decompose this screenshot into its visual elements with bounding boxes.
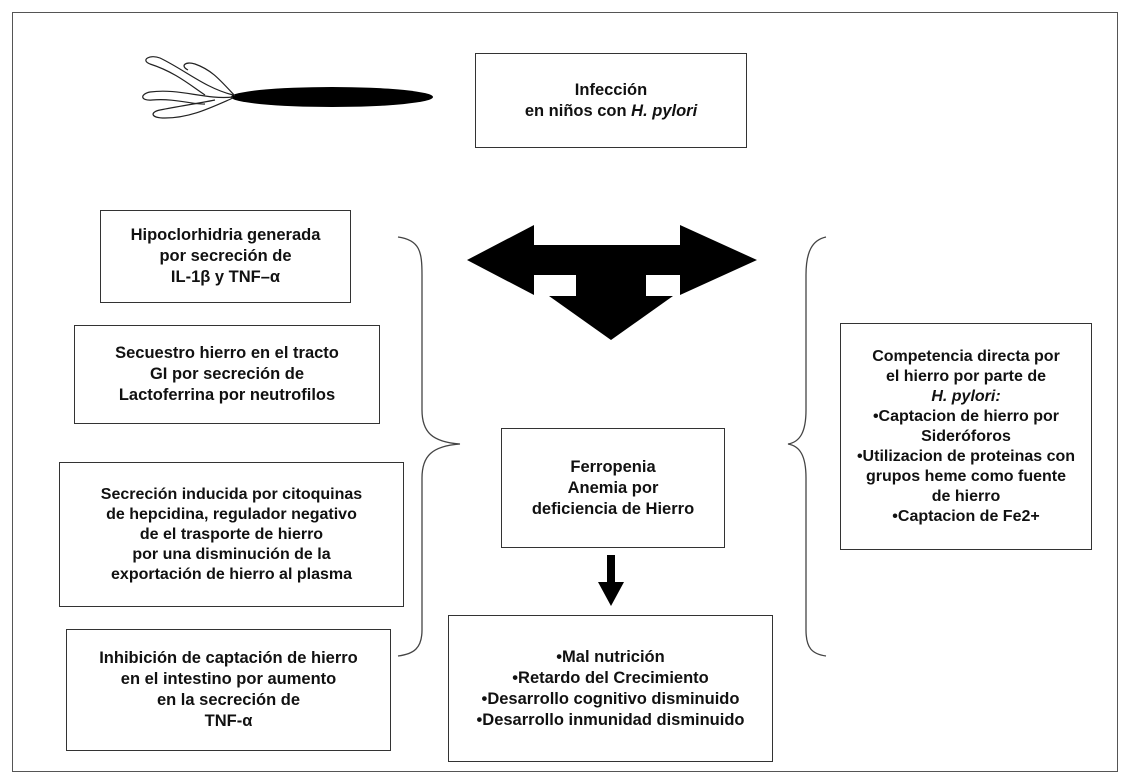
competition-line5: Sideróforos xyxy=(921,427,1011,445)
hepcidin-line2: de hepcidina, regulador negativo xyxy=(106,505,357,523)
competition-box: Competencia directa por el hierro por pa… xyxy=(840,323,1092,550)
infection-subtitle-prefix: en niños con xyxy=(524,101,632,120)
three-way-arrow xyxy=(467,225,757,340)
competition-organism: H. pylori: xyxy=(931,387,1001,405)
consequences-box: •Mal nutrición •Retardo del Crecimiento … xyxy=(448,615,773,762)
sequestration-line1: Secuestro hierro en el tracto xyxy=(115,344,339,362)
competition-line1: Competencia directa por xyxy=(872,347,1060,365)
hypochlorhydria-line1: Hipoclorhidria generada xyxy=(130,226,321,244)
ferropenia-box: Ferropenia Anemia por deficiencia de Hie… xyxy=(501,428,725,548)
infection-title: Infección xyxy=(574,80,648,99)
hypochlorhydria-box: Hipoclorhidria generada por secreción de… xyxy=(100,210,351,303)
ferropenia-line2: Anemia por xyxy=(567,478,659,497)
hypochlorhydria-line2: por secreción de xyxy=(159,247,292,265)
sequestration-box: Secuestro hierro en el tracto GI por sec… xyxy=(74,325,380,424)
hypochlorhydria-line3: IL-1β y TNF–α xyxy=(170,268,281,286)
infection-organism: H. pylori xyxy=(631,101,698,120)
sequestration-line3: Lactoferrina por neutrofilos xyxy=(118,386,336,404)
inhibition-line1: Inhibición de captación de hierro xyxy=(99,649,358,667)
competition-line6: •Utilizacion de proteinas con xyxy=(856,447,1076,465)
hepcidin-line1: Secreción inducida por citoquinas xyxy=(100,485,363,503)
competition-line9: •Captacion de Fe2+ xyxy=(892,507,1040,525)
down-arrow xyxy=(598,555,624,606)
right-brace xyxy=(787,236,827,657)
sequestration-line2: GI por secreción de xyxy=(149,365,305,383)
consequences-line3: •Desarrollo cognitivo disminuido xyxy=(481,689,740,708)
hepcidin-line3: de el trasporte de hierro xyxy=(139,525,324,543)
ferropenia-line3: deficiencia de Hierro xyxy=(531,499,695,518)
consequences-line2: •Retardo del Crecimiento xyxy=(512,668,709,687)
inhibition-line4: TNF-α xyxy=(204,712,253,730)
competition-line8: de hierro xyxy=(931,487,1001,505)
bacterium-icon xyxy=(142,56,433,119)
hepcidin-box: Secreción inducida por citoquinas de hep… xyxy=(59,462,404,607)
competition-line2: el hierro por parte de xyxy=(885,367,1047,385)
competition-line7: grupos heme como fuente xyxy=(865,467,1067,485)
hepcidin-line5: exportación de hierro al plasma xyxy=(111,565,352,583)
left-brace xyxy=(397,236,461,657)
consequences-line4: •Desarrollo inmunidad disminuido xyxy=(476,710,745,729)
diagram-frame xyxy=(12,12,1118,772)
hepcidin-line4: por una disminución de la xyxy=(132,545,331,563)
inhibition-line2: en el intestino por aumento xyxy=(120,670,337,688)
consequences-line1: •Mal nutrición xyxy=(556,647,665,666)
competition-line4: •Captacion de hierro por xyxy=(872,407,1060,425)
inhibition-line3: en la secreción de xyxy=(156,691,301,709)
infection-box: Infección en niños con H. pylori xyxy=(475,53,747,148)
ferropenia-line1: Ferropenia xyxy=(570,457,656,476)
inhibition-box: Inhibición de captación de hierro en el … xyxy=(66,629,391,751)
infection-subtitle: en niños con H. pylori xyxy=(525,101,697,122)
